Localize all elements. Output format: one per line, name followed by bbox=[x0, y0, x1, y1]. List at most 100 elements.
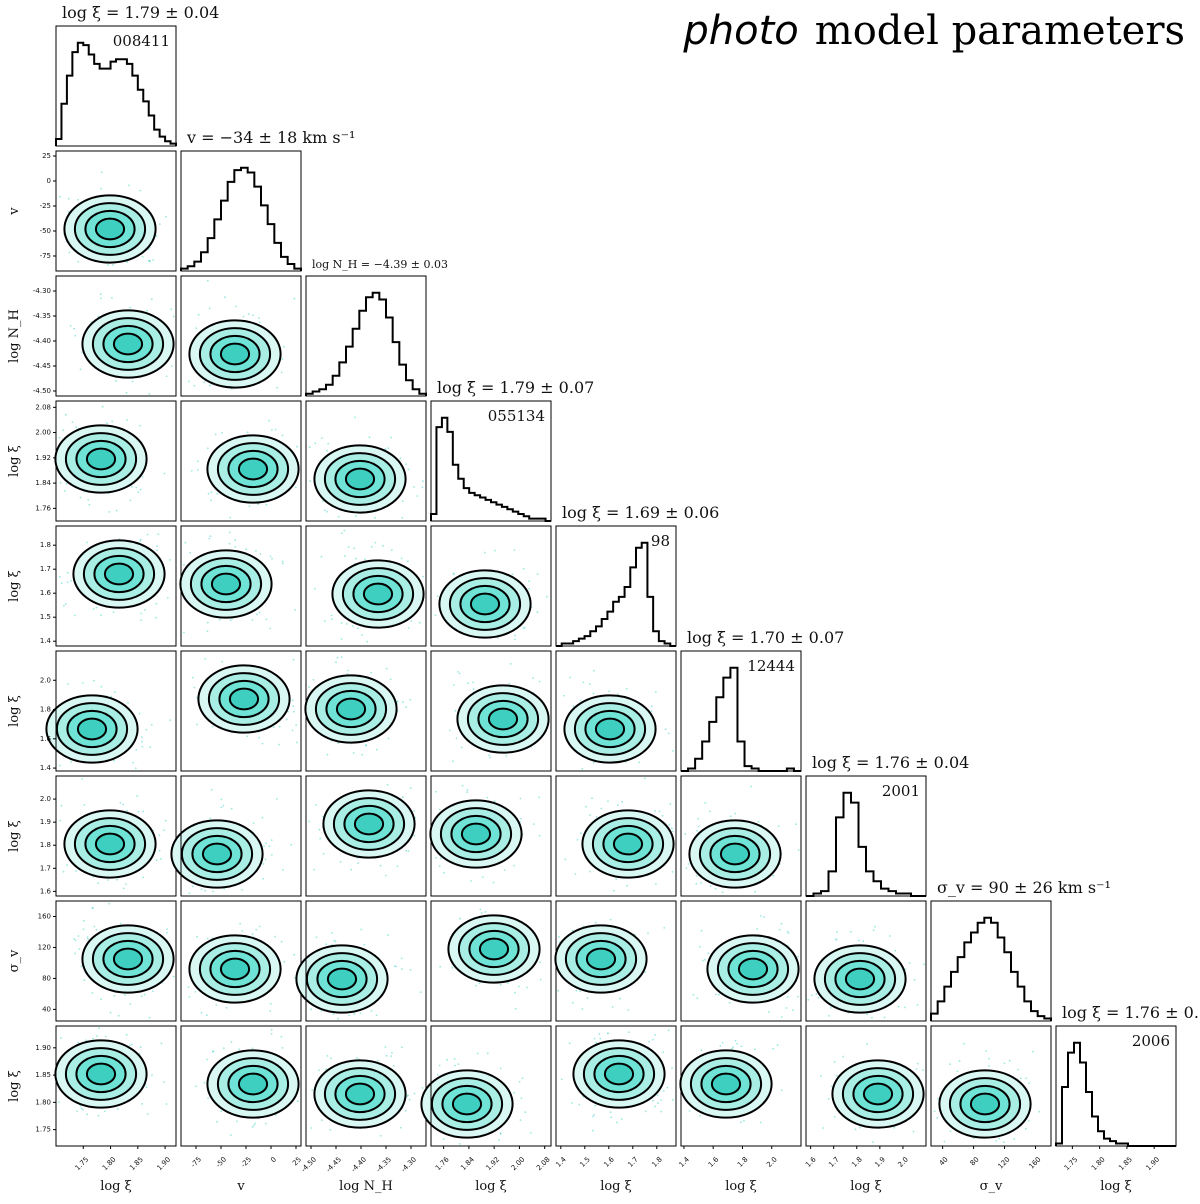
scatter-point bbox=[184, 541, 187, 544]
scatter-point bbox=[536, 573, 539, 575]
scatter-point bbox=[507, 982, 509, 984]
scatter-point bbox=[261, 742, 264, 745]
scatter-point bbox=[416, 495, 419, 497]
scatter-point bbox=[519, 1119, 522, 1121]
scatter-point bbox=[354, 416, 356, 419]
scatter-point bbox=[756, 928, 758, 930]
scatter-point bbox=[405, 463, 407, 465]
scatter-point bbox=[912, 1130, 915, 1133]
scatter-point bbox=[85, 1039, 87, 1042]
scatter-point bbox=[389, 678, 392, 681]
scatter-point bbox=[152, 259, 155, 261]
scatter-point bbox=[146, 1113, 149, 1115]
panel-7-4 bbox=[554, 900, 677, 1022]
scatter-point bbox=[772, 874, 775, 877]
panel-frame bbox=[180, 900, 302, 1022]
scatter-point bbox=[216, 1120, 218, 1123]
scatter-point bbox=[402, 701, 404, 704]
scatter-point bbox=[579, 990, 581, 992]
scatter-point bbox=[575, 989, 578, 992]
contour-level-4 bbox=[594, 717, 626, 741]
scatter-point bbox=[521, 1077, 524, 1080]
scatter-point bbox=[400, 957, 403, 960]
scatter-point bbox=[211, 1050, 214, 1053]
scatter-point bbox=[108, 902, 110, 905]
scatter-point bbox=[607, 1032, 609, 1035]
scatter-point bbox=[943, 1140, 946, 1143]
scatter-point bbox=[119, 922, 122, 925]
scatter-point bbox=[609, 1111, 612, 1114]
panel-frame bbox=[55, 150, 177, 272]
scatter-point bbox=[777, 825, 780, 828]
scatter-point bbox=[413, 834, 415, 837]
y-tick-label: 0 bbox=[47, 177, 51, 185]
scatter-point bbox=[671, 1067, 673, 1069]
scatter-point bbox=[200, 1011, 203, 1014]
scatter-point bbox=[923, 963, 925, 966]
panel-6-3 bbox=[429, 775, 552, 897]
scatter-point bbox=[400, 557, 403, 560]
scatter-point bbox=[148, 393, 151, 395]
scatter-point bbox=[269, 627, 271, 630]
x-tick-label: -4.35 bbox=[375, 1155, 393, 1173]
x-tick-label: 1.75 bbox=[1063, 1155, 1080, 1172]
scatter-point bbox=[194, 990, 197, 993]
scatter-point bbox=[76, 1110, 78, 1113]
scatter-point bbox=[492, 881, 495, 884]
sample-id-3: 055134 bbox=[488, 407, 545, 425]
scatter-point bbox=[119, 801, 122, 804]
x-tick-label: -4.30 bbox=[400, 1155, 418, 1173]
scatter-point bbox=[1025, 1127, 1027, 1130]
scatter-point bbox=[125, 1033, 128, 1036]
x-tick-label: 1.92 bbox=[485, 1155, 502, 1172]
y-tick-label: 1.7 bbox=[40, 565, 51, 573]
scatter-point bbox=[390, 1055, 393, 1057]
scatter-point bbox=[329, 1128, 332, 1131]
scatter-point bbox=[229, 1134, 232, 1136]
scatter-point bbox=[163, 1081, 165, 1083]
panel-title-0: log ξ = 1.79 ± 0.04 bbox=[62, 3, 219, 22]
scatter-point bbox=[1032, 1050, 1034, 1053]
x-tick-label: -25 bbox=[239, 1155, 253, 1169]
scatter-point bbox=[660, 1099, 663, 1101]
scatter-point bbox=[518, 1080, 521, 1083]
scatter-point bbox=[207, 492, 210, 495]
scatter-point bbox=[318, 828, 321, 831]
scatter-point bbox=[563, 694, 566, 697]
scatter-point bbox=[77, 260, 80, 263]
scatter-point bbox=[241, 930, 244, 932]
scatter-point bbox=[833, 1116, 836, 1118]
scatter-point bbox=[395, 965, 397, 968]
scatter-point bbox=[223, 296, 226, 299]
scatter-point bbox=[668, 823, 671, 826]
scatter-point bbox=[438, 865, 441, 868]
scatter-point bbox=[340, 622, 343, 624]
scatter-point bbox=[204, 889, 207, 892]
contour-level-4 bbox=[219, 957, 251, 981]
scatter-point bbox=[327, 442, 330, 445]
scatter-point bbox=[125, 391, 128, 394]
y-tick-label: 1.80 bbox=[35, 1098, 51, 1106]
scatter-point bbox=[296, 1100, 299, 1103]
scatter-point bbox=[511, 573, 514, 576]
scatter-point bbox=[271, 557, 273, 560]
scatter-point bbox=[407, 468, 410, 471]
scatter-point bbox=[126, 809, 128, 812]
scatter-point bbox=[592, 761, 595, 764]
scatter-point bbox=[59, 764, 61, 767]
scatter-point bbox=[446, 1058, 448, 1061]
panel-frame bbox=[305, 400, 427, 522]
scatter-point bbox=[70, 761, 72, 763]
scatter-point bbox=[270, 1028, 273, 1031]
x-tick-label: 1.80 bbox=[1090, 1155, 1107, 1172]
scatter-point bbox=[101, 405, 104, 408]
contour-level-4 bbox=[237, 1072, 269, 1096]
contour-level-4 bbox=[219, 342, 251, 366]
panel-5-4 bbox=[555, 650, 677, 772]
scatter-point bbox=[262, 863, 265, 865]
panel-frame bbox=[680, 775, 802, 897]
scatter-point bbox=[326, 510, 328, 513]
panel-4-3 bbox=[430, 525, 552, 647]
